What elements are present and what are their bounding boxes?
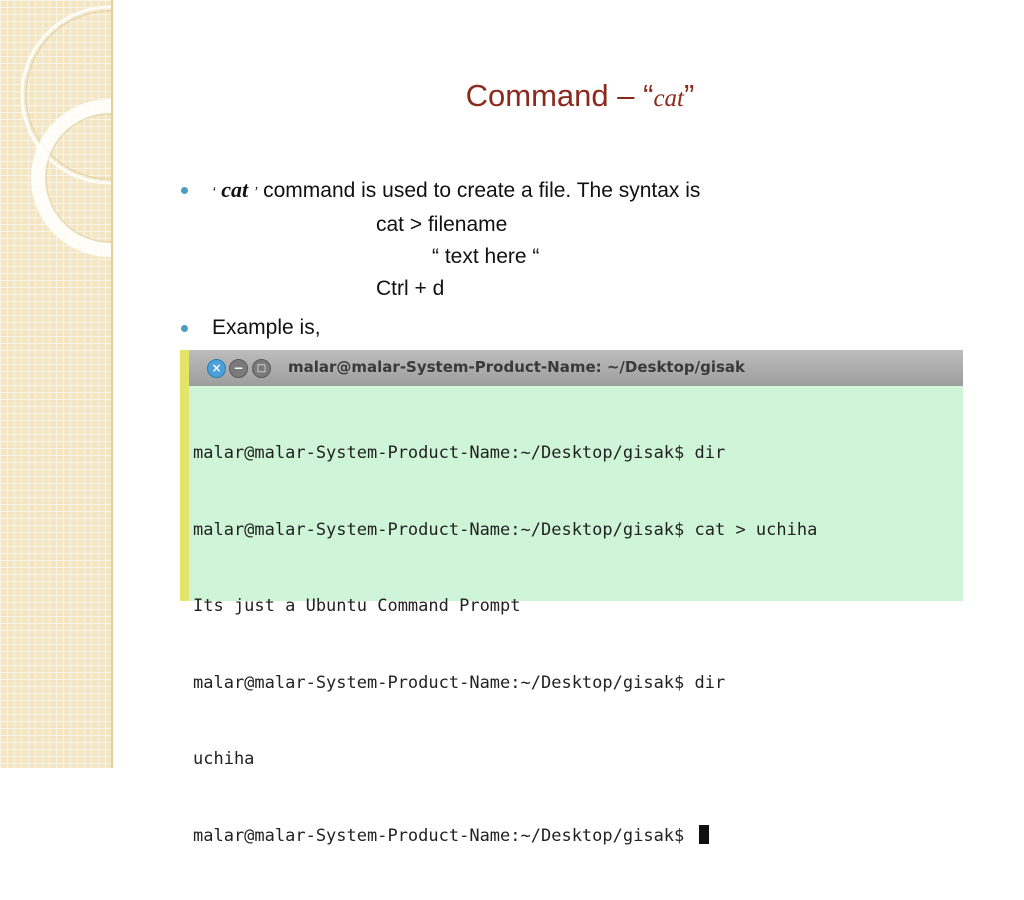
syntax-line: “ text here “ bbox=[432, 245, 540, 268]
terminal-line: uchiha bbox=[193, 749, 255, 769]
terminal-line: malar@malar-System-Product-Name:~/Deskto… bbox=[193, 672, 726, 693]
terminal-output: malar@malar-System-Product-Name:~/Deskto… bbox=[193, 390, 957, 900]
open-tick: ‘ bbox=[212, 184, 216, 201]
title-prefix: Command – “ bbox=[465, 78, 654, 113]
syntax-line: cat > filename bbox=[376, 213, 508, 236]
bullet-dot-icon bbox=[181, 187, 188, 194]
title-suffix: ” bbox=[684, 78, 695, 113]
terminal-prompt-line: malar@malar-System-Product-Name:~/Deskto… bbox=[193, 824, 957, 850]
bullet-text: Example is, bbox=[212, 316, 321, 339]
close-icon: × bbox=[207, 359, 226, 378]
maximize-icon: □ bbox=[252, 359, 271, 378]
bullet-item-syntax: ‘ cat ’ command is used to create a file… bbox=[178, 174, 978, 209]
terminal-line: Its just a Ubuntu Command Prompt bbox=[193, 596, 521, 616]
decorative-circles bbox=[20, 5, 113, 257]
terminal-cursor bbox=[698, 824, 709, 844]
minimize-icon: − bbox=[229, 359, 248, 378]
bullet-text: command is used to create a file. The sy… bbox=[257, 179, 701, 202]
bullet-list: ‘ cat ’ command is used to create a file… bbox=[178, 174, 978, 344]
bullet-item-example: Example is, bbox=[178, 312, 978, 344]
syntax-line: Ctrl + d bbox=[376, 277, 445, 300]
terminal-line: malar@malar-System-Product-Name:~/Deskto… bbox=[193, 443, 726, 463]
terminal-prompt: malar@malar-System-Product-Name:~/Deskto… bbox=[193, 825, 695, 846]
sidebar-edge bbox=[111, 0, 113, 768]
terminal-titlebar: × − □ malar@malar-System-Product-Name: ~… bbox=[189, 350, 963, 386]
terminal-window-title: malar@malar-System-Product-Name: ~/Deskt… bbox=[288, 358, 746, 376]
decorative-sidebar bbox=[0, 0, 113, 768]
terminal-screenshot: × − □ malar@malar-System-Product-Name: ~… bbox=[180, 350, 963, 846]
bullet-dot-icon bbox=[181, 325, 188, 332]
cat-keyword: cat bbox=[221, 177, 249, 202]
slide-title: Command – “cat” bbox=[0, 78, 1024, 114]
title-word: cat bbox=[653, 85, 684, 112]
terminal-line: malar@malar-System-Product-Name:~/Deskto… bbox=[193, 519, 818, 540]
close-tick: ’ bbox=[253, 184, 258, 201]
